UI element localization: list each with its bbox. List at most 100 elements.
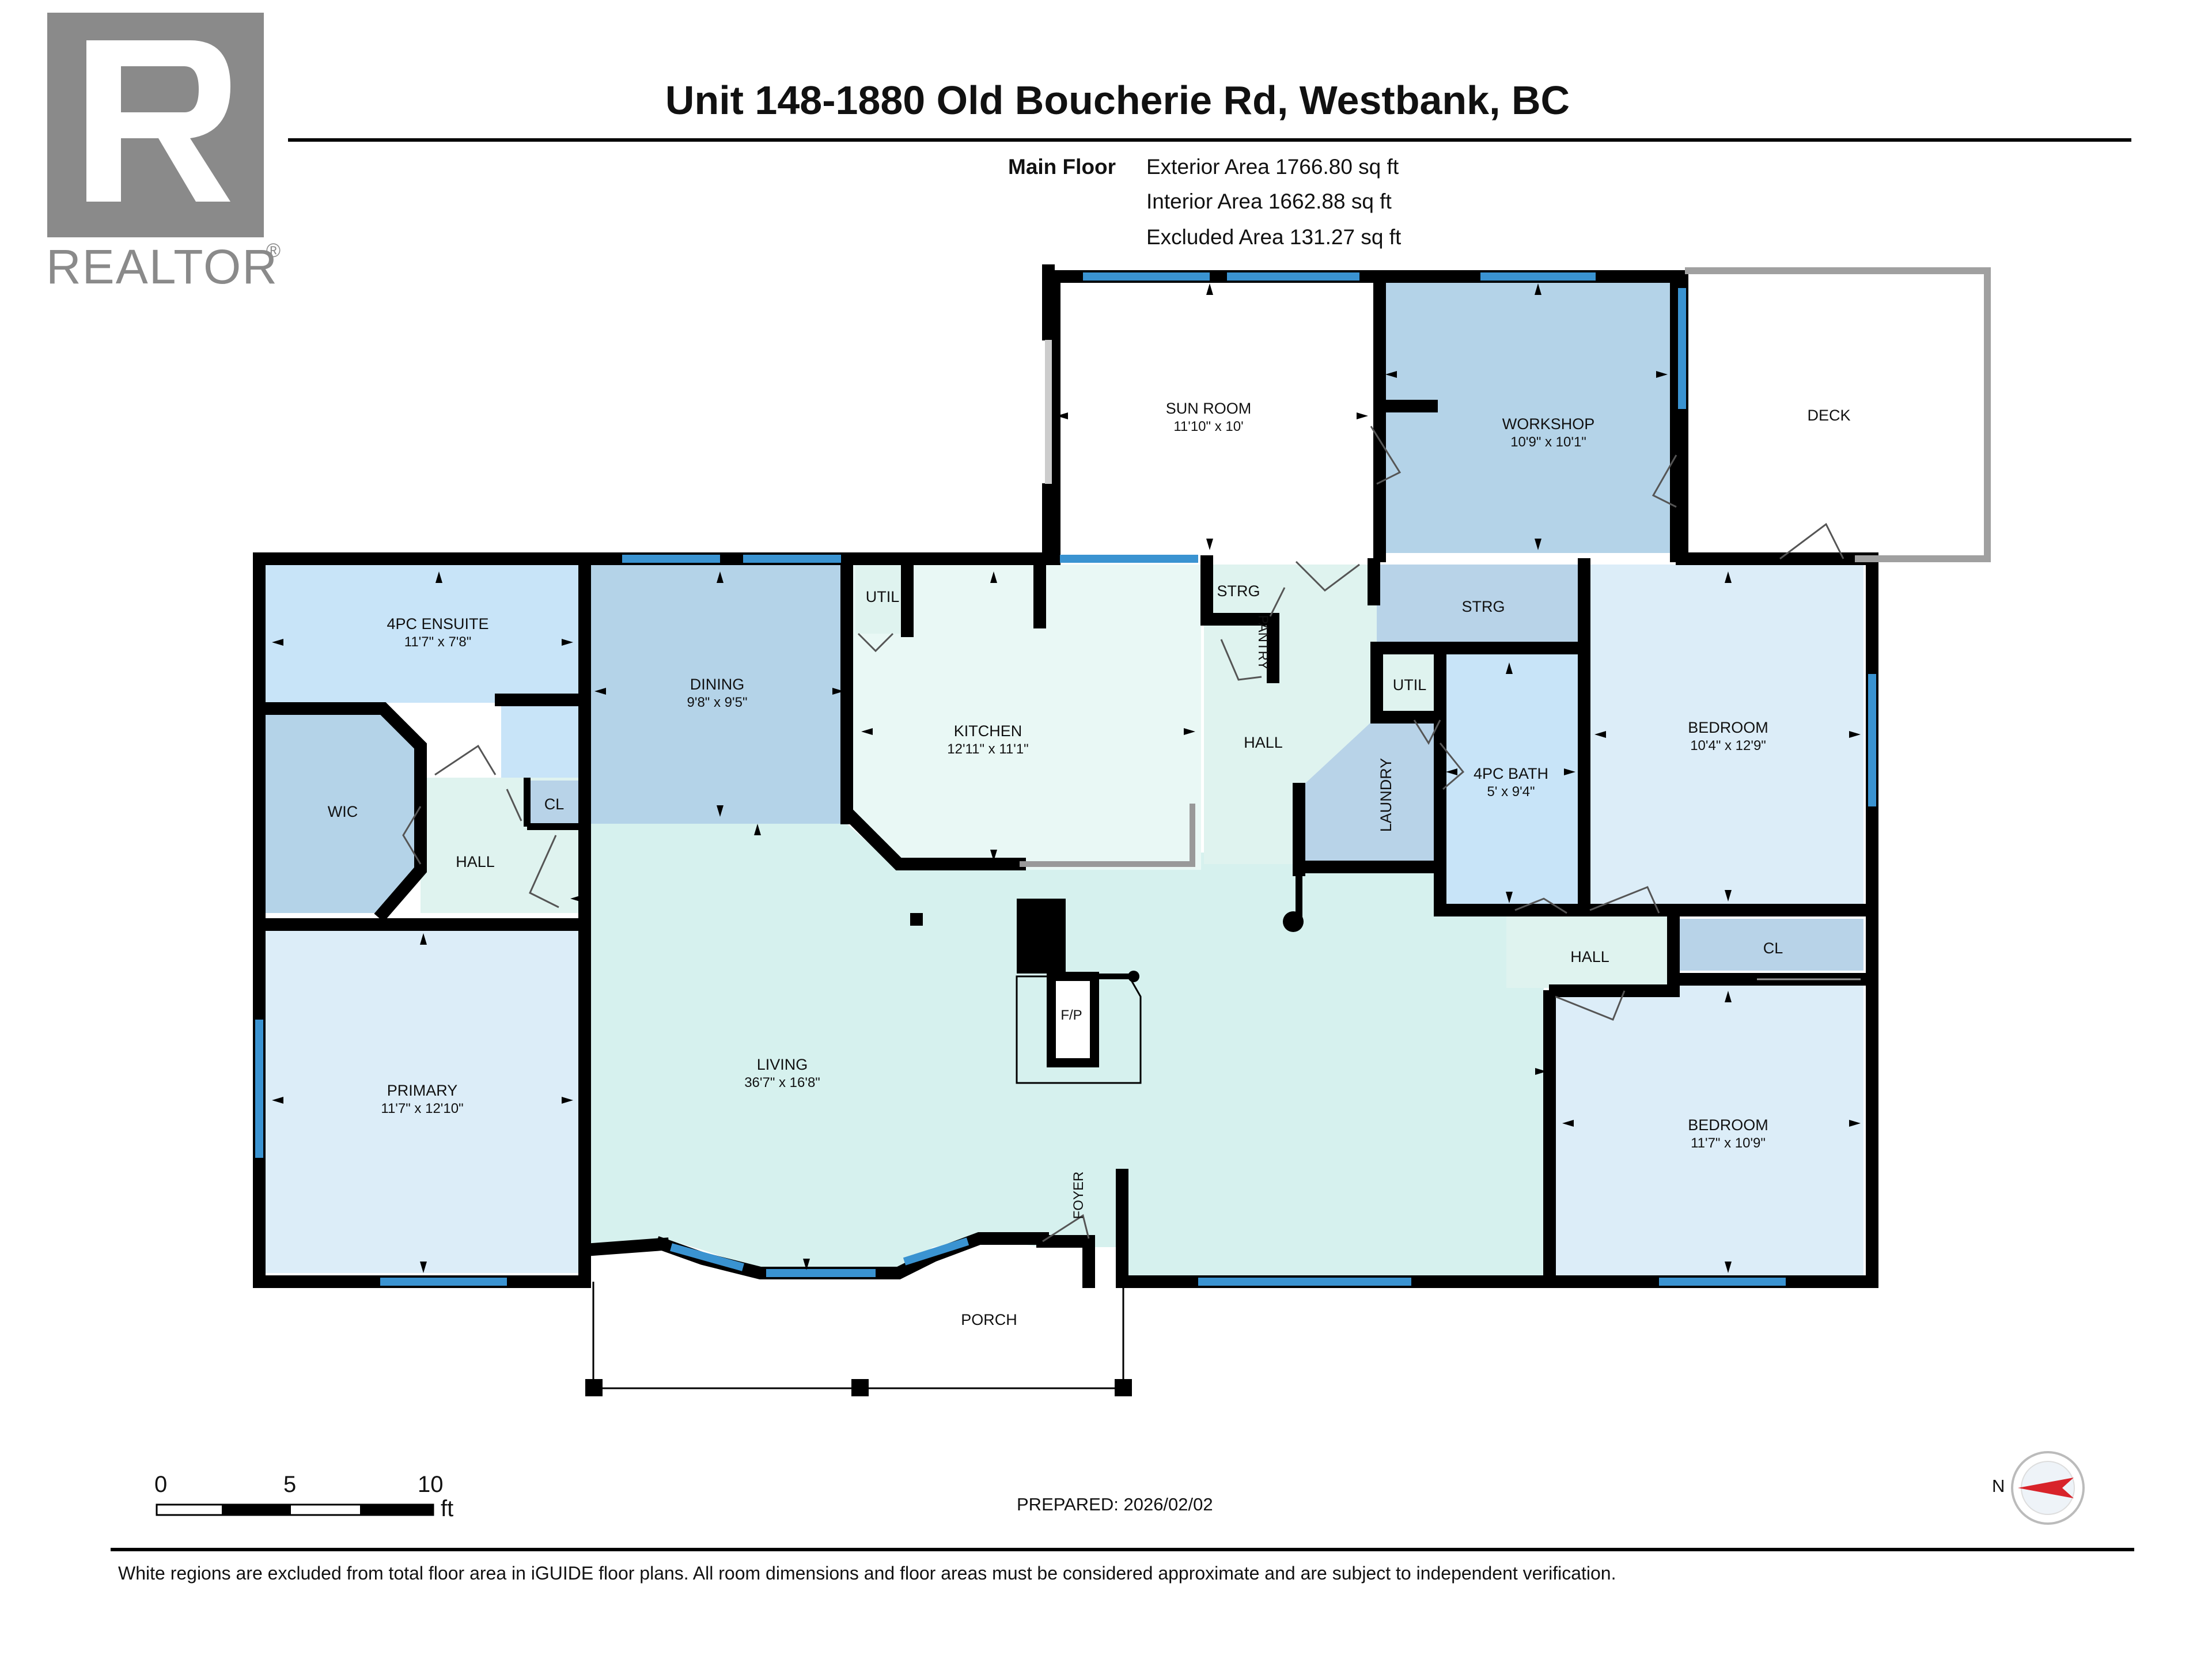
scale-unit: ft <box>441 1496 453 1521</box>
hall-left-label: HALL <box>456 853 495 870</box>
laundry-label: LAUNDRY <box>1377 758 1395 832</box>
door-strg <box>1269 587 1286 617</box>
door-util-kitchen <box>857 632 894 653</box>
windows <box>255 272 1876 1286</box>
primary-label: PRIMARY <box>387 1082 458 1099</box>
kitchen-angle-wall <box>843 809 1026 870</box>
ensuite-dims: 11'7" x 7'8" <box>404 634 472 650</box>
wic-wall <box>259 702 427 922</box>
prepared-date: PREPARED: 2026/02/02 <box>1017 1494 1213 1514</box>
sun-room-label: SUN ROOM <box>1166 400 1252 417</box>
door-deck <box>1779 522 1844 560</box>
bedroom-top-fill <box>1587 565 1863 904</box>
wic-fill <box>265 711 421 913</box>
floor-label: Main Floor <box>1008 155 1116 179</box>
window-bay-3 <box>903 1237 969 1266</box>
realtor-logo: REALTOR ® <box>46 13 281 294</box>
door-bath-bottom <box>1514 897 1567 914</box>
workshop-dims: 10'9" x 10'1" <box>1510 434 1586 450</box>
hall-right-fill <box>1506 913 1673 988</box>
door-hall-left <box>529 835 559 908</box>
scale-tick-0: 0 <box>154 1472 167 1497</box>
deck-border <box>1685 267 1991 562</box>
door-workshop-deck <box>1652 454 1677 508</box>
door-bath <box>1439 743 1465 790</box>
interior-area: Interior Area 1662.88 sq ft <box>1146 190 1392 213</box>
door-bedroom-top <box>1589 886 1660 914</box>
ensuite-label: 4PC ENSUITE <box>387 615 488 632</box>
workshop-label: WORKSHOP <box>1502 415 1595 433</box>
foyer-wall <box>1036 1235 1095 1288</box>
door-pantry <box>1220 639 1262 681</box>
workshop-fill <box>1380 282 1679 553</box>
disclaimer: White regions are excluded from total fl… <box>118 1563 1616 1584</box>
living-label: LIVING <box>757 1056 808 1073</box>
door-sun-workshop <box>1370 426 1402 485</box>
sun-room-deck <box>1042 264 1991 565</box>
bedroom-bottom-dims: 11'7" x 10'9" <box>1691 1135 1766 1151</box>
fireplace-chimney <box>1017 899 1066 974</box>
cl-right-label: CL <box>1763 940 1783 957</box>
bath-label: 4PC BATH <box>1474 765 1548 782</box>
exterior-area: Exterior Area 1766.80 sq ft <box>1146 155 1399 179</box>
porch <box>585 1282 1132 1396</box>
kitchen-dims: 12'11" x 11'1" <box>947 741 1028 757</box>
cl-left-fill <box>530 781 579 827</box>
room-fills <box>265 282 1863 1276</box>
door-foyer <box>1042 1214 1090 1243</box>
realtor-r-glyph <box>86 40 230 202</box>
hall-right-label: HALL <box>1570 948 1609 965</box>
dining-label: DINING <box>690 676 745 693</box>
hall-center-label: HALL <box>1244 734 1283 751</box>
cl-right-fill <box>1679 919 1863 971</box>
bath-dims: 5' x 9'4" <box>1487 784 1535 800</box>
dining-dims: 9'8" x 9'5" <box>687 695 748 710</box>
dining-fill <box>589 565 851 824</box>
strg-large-label: STRG <box>1461 598 1505 615</box>
bedroom-bottom-wall <box>1543 984 1680 1282</box>
strg-large-fill <box>1377 565 1581 645</box>
realtor-logo-text: REALTOR <box>46 240 278 294</box>
doors <box>402 426 1861 1243</box>
door-util-laundry <box>1413 719 1441 745</box>
pantry-label: PANTRY <box>1255 615 1271 669</box>
cl-left-label: CL <box>544 796 565 813</box>
compass-label: N <box>1992 1476 2005 1496</box>
foyer-label: FOYER <box>1071 1172 1086 1219</box>
scale-bar-seg-1 <box>222 1505 291 1515</box>
wic-label: WIC <box>328 803 358 820</box>
door-cl-left <box>506 789 522 821</box>
column-marker <box>910 913 923 926</box>
room-labels: SUN ROOM 11'10" x 10' WORKSHOP 10'9" x 1… <box>328 400 1851 1328</box>
window-bay-1 <box>670 1243 744 1271</box>
door-bedroom-bottom <box>1555 990 1626 1021</box>
util-laundry-wall <box>1370 645 1446 724</box>
kitchen-counter <box>1020 804 1195 867</box>
door-ensuite <box>434 744 497 776</box>
kitchen-label: KITCHEN <box>954 722 1022 740</box>
bath-fill <box>1443 654 1578 907</box>
porch-post-left <box>585 1379 603 1396</box>
primary-dims: 11'7" x 12'10" <box>381 1101 463 1116</box>
primary-fill <box>265 927 579 1273</box>
fireplace-box <box>1047 972 1099 1067</box>
north-arrow-compass-icon: N <box>1992 1451 2085 1525</box>
fireplace-label: F/P <box>1060 1007 1082 1023</box>
page-title: Unit 148-1880 Old Boucherie Rd, Westbank… <box>665 78 1570 123</box>
door-wic <box>402 806 422 865</box>
laundry-fill <box>1299 714 1440 864</box>
bedroom-bottom-label: BEDROOM <box>1688 1116 1768 1134</box>
dimension-arrows <box>272 283 1861 1273</box>
strg-small-label: STRG <box>1217 582 1260 600</box>
scale-tick-5: 5 <box>283 1472 296 1497</box>
deck-label: DECK <box>1807 407 1850 424</box>
living-dims: 36'7" x 16'8" <box>744 1075 820 1090</box>
door-pantry-hall <box>1295 560 1360 592</box>
porch-post-right <box>1115 1379 1132 1396</box>
fireplace-post <box>1128 971 1139 982</box>
bedroom-top-dims: 10'4" x 12'9" <box>1690 738 1766 753</box>
strg-pantry-wall <box>1200 555 1279 683</box>
porch-post-mid <box>851 1379 869 1396</box>
util-laundry-fill <box>1380 651 1434 717</box>
